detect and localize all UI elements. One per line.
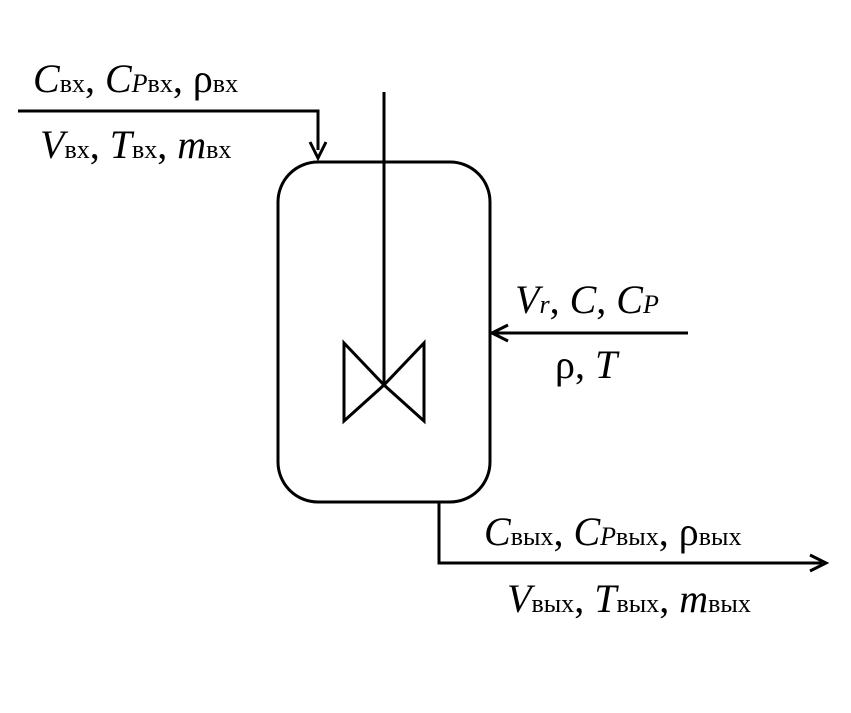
subscript: вых xyxy=(531,589,574,618)
symbol: C xyxy=(573,509,601,554)
separator: , xyxy=(157,122,177,167)
inlet-arrow-head xyxy=(308,141,328,162)
symbol: V xyxy=(40,122,69,167)
subscript: вх xyxy=(213,69,238,98)
subscript: вх xyxy=(206,135,231,164)
symbol: V xyxy=(515,277,544,322)
separator: , xyxy=(553,509,573,554)
symbol: C xyxy=(33,56,61,101)
reactor-parameters-line2: ρ, T xyxy=(555,342,620,387)
subscript: вх xyxy=(148,69,173,98)
symbol: C xyxy=(105,56,133,101)
symbol: m xyxy=(679,576,708,621)
separator: , xyxy=(596,277,616,322)
subscript: вых xyxy=(616,522,659,551)
separator: , xyxy=(90,122,110,167)
outlet-parameters-line2: Vвых, Tвых, mвых xyxy=(507,576,751,621)
subscript: r xyxy=(539,290,550,319)
separator: , xyxy=(659,509,679,554)
symbol: ρ xyxy=(193,56,213,101)
separator: , xyxy=(173,56,193,101)
symbol: T xyxy=(110,122,135,167)
symbol: ρ xyxy=(555,342,575,387)
subscript: вх xyxy=(132,135,157,164)
subscript: вых xyxy=(511,522,554,551)
symbol: T xyxy=(595,342,620,387)
subscript: P xyxy=(599,522,616,551)
subscript: вых xyxy=(699,522,742,551)
symbol: m xyxy=(177,122,206,167)
symbol: C xyxy=(484,509,512,554)
separator: , xyxy=(574,576,594,621)
separator: , xyxy=(659,576,679,621)
inlet-parameters-line2: Vвх, Tвх, mвх xyxy=(40,122,231,167)
outlet-parameters-line1: Cвых, CPвых, ρвых xyxy=(484,509,741,554)
subscript: вх xyxy=(64,135,89,164)
inlet-parameters-line1: Cвх, CPвх, ρвх xyxy=(33,56,238,101)
symbol: ρ xyxy=(679,509,699,554)
symbol: C xyxy=(570,277,598,322)
subscript: P xyxy=(131,69,148,98)
agitator-impeller-right xyxy=(381,339,426,425)
separator: , xyxy=(85,56,105,101)
symbol: V xyxy=(507,576,536,621)
separator: , xyxy=(575,342,595,387)
subscript: вых xyxy=(708,589,751,618)
separator: , xyxy=(550,277,570,322)
reactor-parameters-line1: Vr, C, CP xyxy=(515,277,659,322)
subscript: P xyxy=(642,290,659,319)
symbol: C xyxy=(616,277,644,322)
inlet-stream-line xyxy=(18,109,320,150)
subscript: вых xyxy=(616,589,659,618)
agitator-impeller xyxy=(342,339,387,425)
outlet-arrow-head xyxy=(809,553,830,573)
symbol: T xyxy=(594,576,619,621)
reactor-state-arrow-head xyxy=(488,323,509,343)
subscript: вх xyxy=(60,69,85,98)
outlet-stream-line xyxy=(437,502,822,565)
